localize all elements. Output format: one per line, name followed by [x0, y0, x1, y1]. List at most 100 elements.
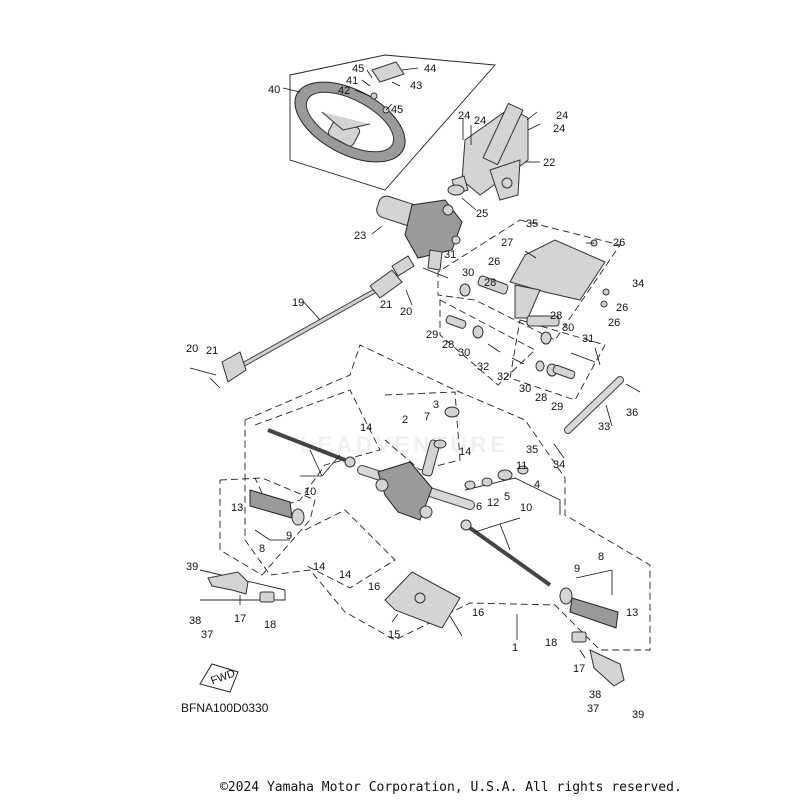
bolts-24: [462, 111, 541, 145]
horn-pad[interactable]: [370, 61, 405, 114]
eps-unit[interactable]: [375, 194, 463, 271]
callout-9a: 9: [286, 530, 292, 542]
callout-37b: 37: [587, 703, 599, 715]
callout-8a: 8: [259, 543, 265, 555]
callout-4: 4: [534, 479, 540, 491]
rack-bracket[interactable]: [384, 571, 461, 629]
callout-28d: 28: [535, 392, 547, 404]
callout-5: 5: [504, 491, 510, 503]
callout-27: 27: [501, 237, 513, 249]
callout-34a: 34: [632, 278, 644, 290]
callout-45b: 45: [391, 104, 403, 116]
diagram-code: BFNA100D0330: [181, 701, 269, 715]
leader-lines: [239, 67, 613, 659]
fwd-arrow: [199, 663, 239, 693]
callout-2: 2: [402, 414, 408, 426]
steering-rack[interactable]: [357, 439, 475, 521]
callout-32a: 32: [477, 361, 489, 373]
callout-39a: 39: [186, 561, 198, 573]
callout-20a: 20: [400, 306, 412, 318]
rack-boot-left[interactable]: [249, 489, 305, 526]
callout-3: 3: [433, 399, 439, 411]
steering-wheel-frame: [289, 54, 496, 191]
callout-17a: 17: [234, 613, 246, 625]
callout-10a: 10: [304, 486, 316, 498]
callout-43: 43: [410, 80, 422, 92]
callout-31a: 31: [444, 249, 456, 261]
inner-tie-rod-left[interactable]: [267, 428, 356, 468]
callout-28a: 28: [484, 277, 496, 289]
callout-32b: 32: [497, 371, 509, 383]
callout-31b: 31: [582, 333, 594, 345]
tie-rod-end-left[interactable]: [207, 571, 275, 603]
callout-13b: 13: [626, 607, 638, 619]
steering-wheel[interactable]: [282, 66, 418, 179]
callout-24a: 24: [458, 110, 470, 122]
callout-29a: 29: [426, 329, 438, 341]
callout-25: 25: [476, 208, 488, 220]
callout-29b: 29: [551, 401, 563, 413]
callout-20b: 20: [186, 343, 198, 355]
callout-34b: 34: [553, 459, 565, 471]
callout-7: 7: [424, 411, 430, 423]
callout-21b: 21: [206, 345, 218, 357]
copyright-notice: ©2024 Yamaha Motor Corporation, U.S.A. A…: [220, 780, 682, 795]
callout-44: 44: [424, 63, 436, 75]
callout-6: 6: [476, 501, 482, 513]
callout-12: 12: [487, 497, 499, 509]
callout-35a: 35: [526, 218, 538, 230]
callout-30b: 30: [562, 322, 574, 334]
callout-39b: 39: [632, 709, 644, 721]
callout-28c: 28: [442, 339, 454, 351]
callout-45a: 45: [352, 63, 364, 75]
callout-24c: 24: [556, 110, 568, 122]
callout-1: 1: [512, 642, 518, 654]
callout-23: 23: [354, 230, 366, 242]
pinch-bolts: [189, 289, 413, 389]
collar-25[interactable]: [447, 184, 465, 196]
callout-30d: 30: [519, 383, 531, 395]
callout-14d: 14: [339, 569, 351, 581]
callout-labels: 40 45 41 42 44 43 45 24 24 24 24 22 25 2…: [186, 63, 644, 721]
callout-9b: 9: [574, 563, 580, 575]
callout-14a: 14: [360, 422, 372, 434]
rack-adjust-parts[interactable]: [433, 406, 529, 490]
callout-33: 33: [598, 421, 610, 433]
stay-rod[interactable]: [553, 376, 641, 459]
callout-21a: 21: [380, 299, 392, 311]
watermark: LEADVENTURE: [300, 432, 510, 457]
rack-boot-right[interactable]: [559, 587, 619, 629]
callout-26a: 26: [613, 237, 625, 249]
column-bracket[interactable]: [477, 239, 610, 327]
callout-10b: 10: [520, 502, 532, 514]
callout-37a: 37: [201, 629, 213, 641]
callout-30c: 30: [458, 347, 470, 359]
callout-38b: 38: [589, 689, 601, 701]
callout-26c: 26: [616, 302, 628, 314]
callout-18b: 18: [545, 637, 557, 649]
callout-18a: 18: [264, 619, 276, 631]
callout-36: 36: [626, 407, 638, 419]
callout-17b: 17: [573, 663, 585, 675]
bushings[interactable]: [422, 267, 596, 380]
bracket-group-frame: [437, 219, 621, 401]
callout-14c: 14: [313, 561, 325, 573]
callout-38a: 38: [189, 615, 201, 627]
callout-40: 40: [268, 84, 280, 96]
callout-26d: 26: [608, 317, 620, 329]
callout-16a: 16: [368, 581, 380, 593]
callout-14b: 14: [459, 446, 471, 458]
callout-41: 41: [346, 75, 358, 87]
inner-tie-rod-right[interactable]: [460, 519, 552, 587]
callout-11: 11: [516, 460, 527, 472]
tie-rod-end-right[interactable]: [571, 631, 625, 687]
callout-24d: 24: [553, 123, 565, 135]
callout-16b: 16: [472, 607, 484, 619]
callout-30a: 30: [462, 267, 474, 279]
callout-15: 15: [388, 629, 400, 641]
callout-26b: 26: [488, 256, 500, 268]
steering-shaft[interactable]: [221, 255, 415, 383]
callout-22: 22: [543, 157, 555, 169]
callout-42: 42: [338, 85, 350, 97]
